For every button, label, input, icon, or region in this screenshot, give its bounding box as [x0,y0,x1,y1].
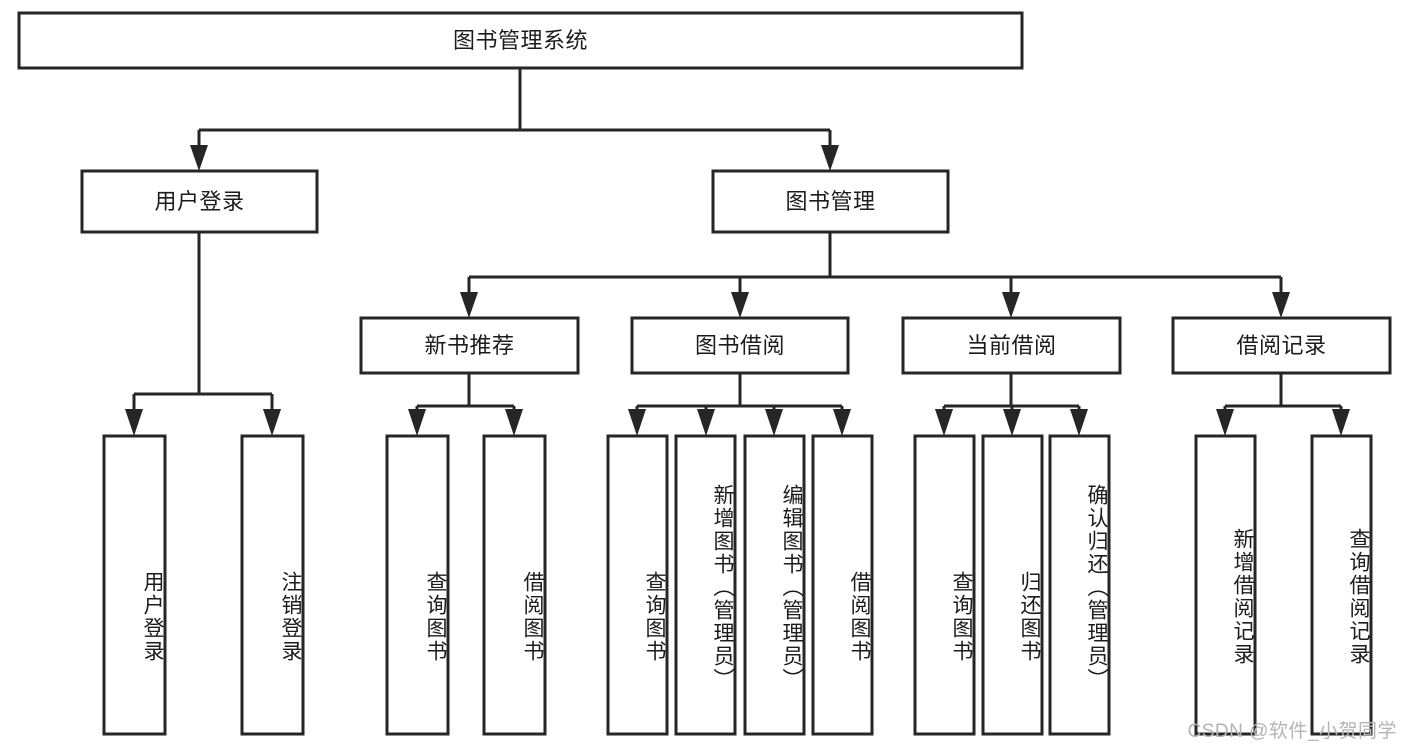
arrow-head-leaf-book-borrow-3 [765,409,783,436]
node-box-leaf-current-borrow-2[interactable] [981,434,1044,736]
arrow-head-leaf-current-borrow-3 [1070,409,1088,436]
arrow-head-leaf-new-book-2 [505,409,523,436]
arrow-head-leaf-current-borrow-1 [935,409,953,436]
arrow-head-leaf-book-borrow-2 [697,409,715,436]
arrow-head-book-management [821,145,839,171]
arrow-head-user-login [190,145,208,171]
node-box-current-borrow[interactable] [901,316,1122,375]
node-box-leaf-new-book-2[interactable] [482,434,547,736]
arrow-head-leaf-borrow-record-1 [1216,409,1234,436]
node-box-borrow-record[interactable] [1171,316,1392,375]
node-box-leaf-new-book-1[interactable] [385,434,450,736]
node-box-book-borrow[interactable] [630,316,850,375]
node-box-leaf-book-borrow-1[interactable] [606,434,669,736]
node-box-root[interactable] [17,11,1024,70]
arrow-head-new-book-recommend [460,292,478,318]
node-box-leaf-user-login-2[interactable] [240,434,305,736]
node-box-book-management[interactable] [711,169,950,234]
arrow-head-leaf-current-borrow-2 [1003,409,1021,436]
node-box-leaf-borrow-record-1[interactable] [1194,434,1257,736]
node-box-user-login[interactable] [80,169,319,234]
arrow-head-leaf-book-borrow-4 [833,409,851,436]
node-box-leaf-book-borrow-3[interactable] [743,434,806,736]
arrow-head-leaf-new-book-1 [408,409,426,436]
node-box-leaf-borrow-record-2[interactable] [1310,434,1373,736]
arrow-head-leaf-user-login-1 [125,409,143,436]
arrow-head-leaf-book-borrow-1 [628,409,646,436]
node-box-leaf-current-borrow-3[interactable] [1048,434,1111,736]
node-box-leaf-current-borrow-1[interactable] [913,434,976,736]
node-box-leaf-user-login-1[interactable] [102,434,167,736]
arrow-head-leaf-borrow-record-2 [1332,409,1350,436]
node-box-leaf-book-borrow-2[interactable] [674,434,737,736]
node-box-new-book-recommend[interactable] [359,316,580,375]
arrow-head-leaf-user-login-2 [263,409,281,436]
node-box-leaf-book-borrow-4[interactable] [811,434,874,736]
arrow-head-current-borrow [1002,292,1020,318]
arrow-head-borrow-record [1272,292,1290,318]
arrow-head-book-borrow [731,292,749,318]
